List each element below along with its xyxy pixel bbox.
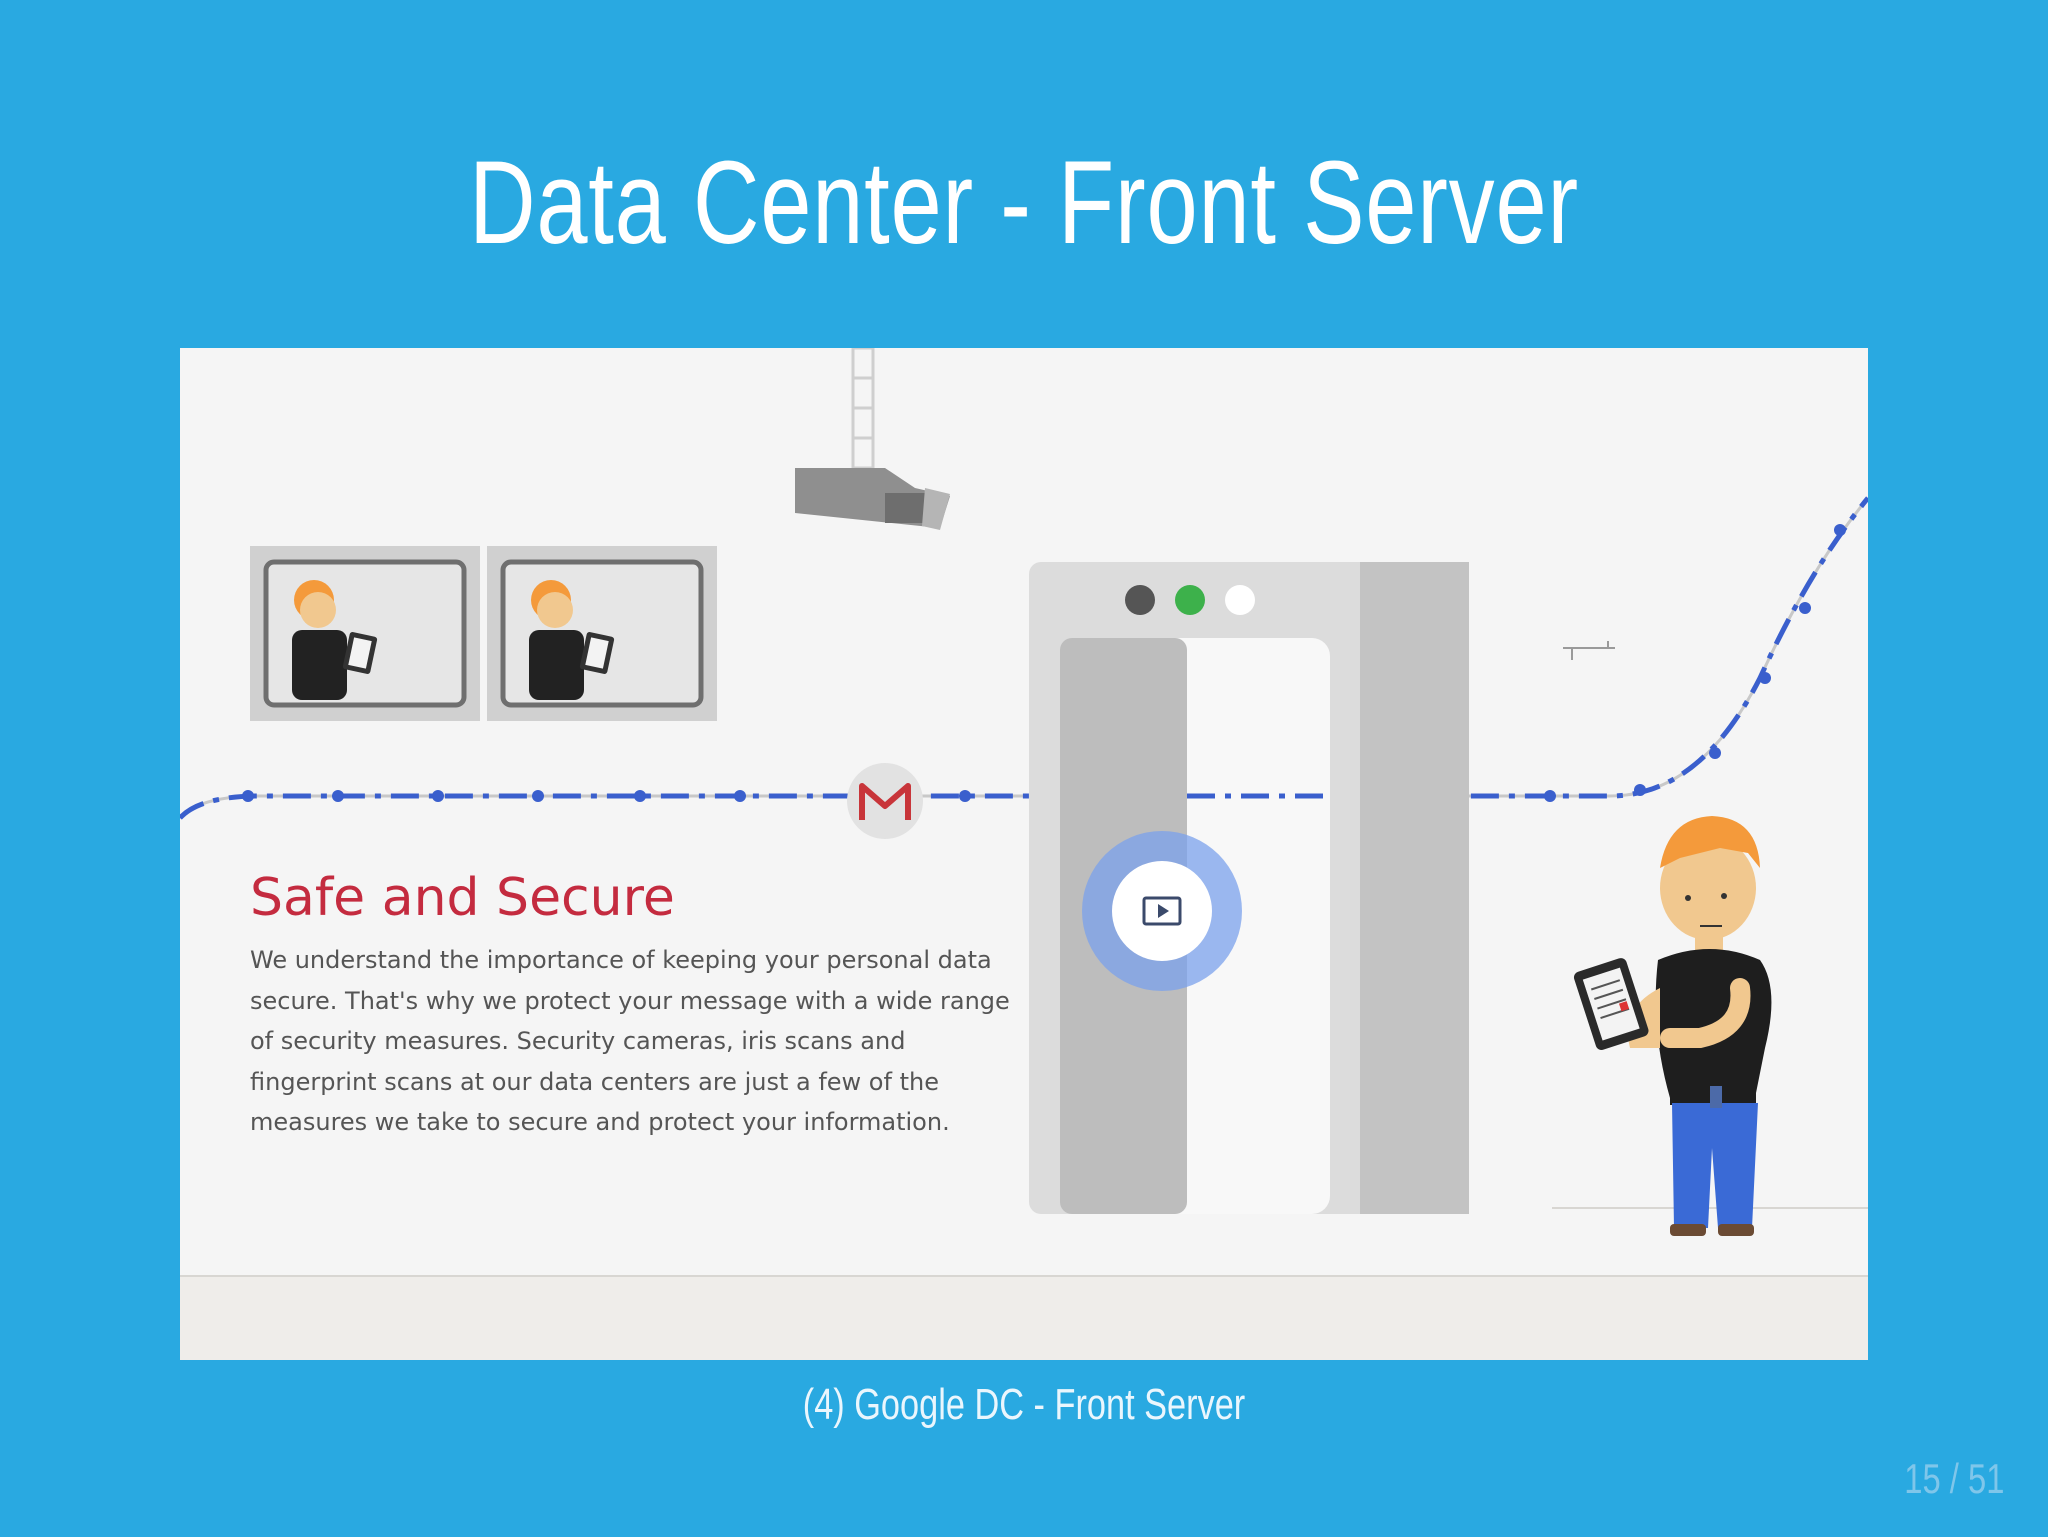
security-camera-icon	[795, 348, 950, 530]
slide-caption: (4) Google DC - Front Server	[802, 1380, 1246, 1429]
slide-page-counter: 15 / 51	[1903, 1455, 2004, 1502]
illustration	[180, 348, 1868, 1360]
slide-title: Data Center - Front Server	[469, 137, 1579, 269]
play-button[interactable]	[1082, 831, 1242, 991]
wall-fixture-icon	[1563, 641, 1615, 660]
guard-person-icon	[1573, 816, 1772, 1236]
floor-strip	[180, 1276, 1868, 1360]
embedded-screenshot: Safe and Secure We understand the import…	[180, 348, 1868, 1360]
security-gate-icon	[1029, 562, 1469, 1214]
data-track	[180, 496, 1868, 820]
gmail-logo-icon	[847, 763, 923, 839]
embedded-heading: Safe and Secure	[250, 868, 675, 928]
embedded-body-text: We understand the importance of keeping …	[250, 946, 1010, 1136]
monitor-icon	[487, 546, 717, 721]
monitor-icon	[250, 546, 480, 721]
